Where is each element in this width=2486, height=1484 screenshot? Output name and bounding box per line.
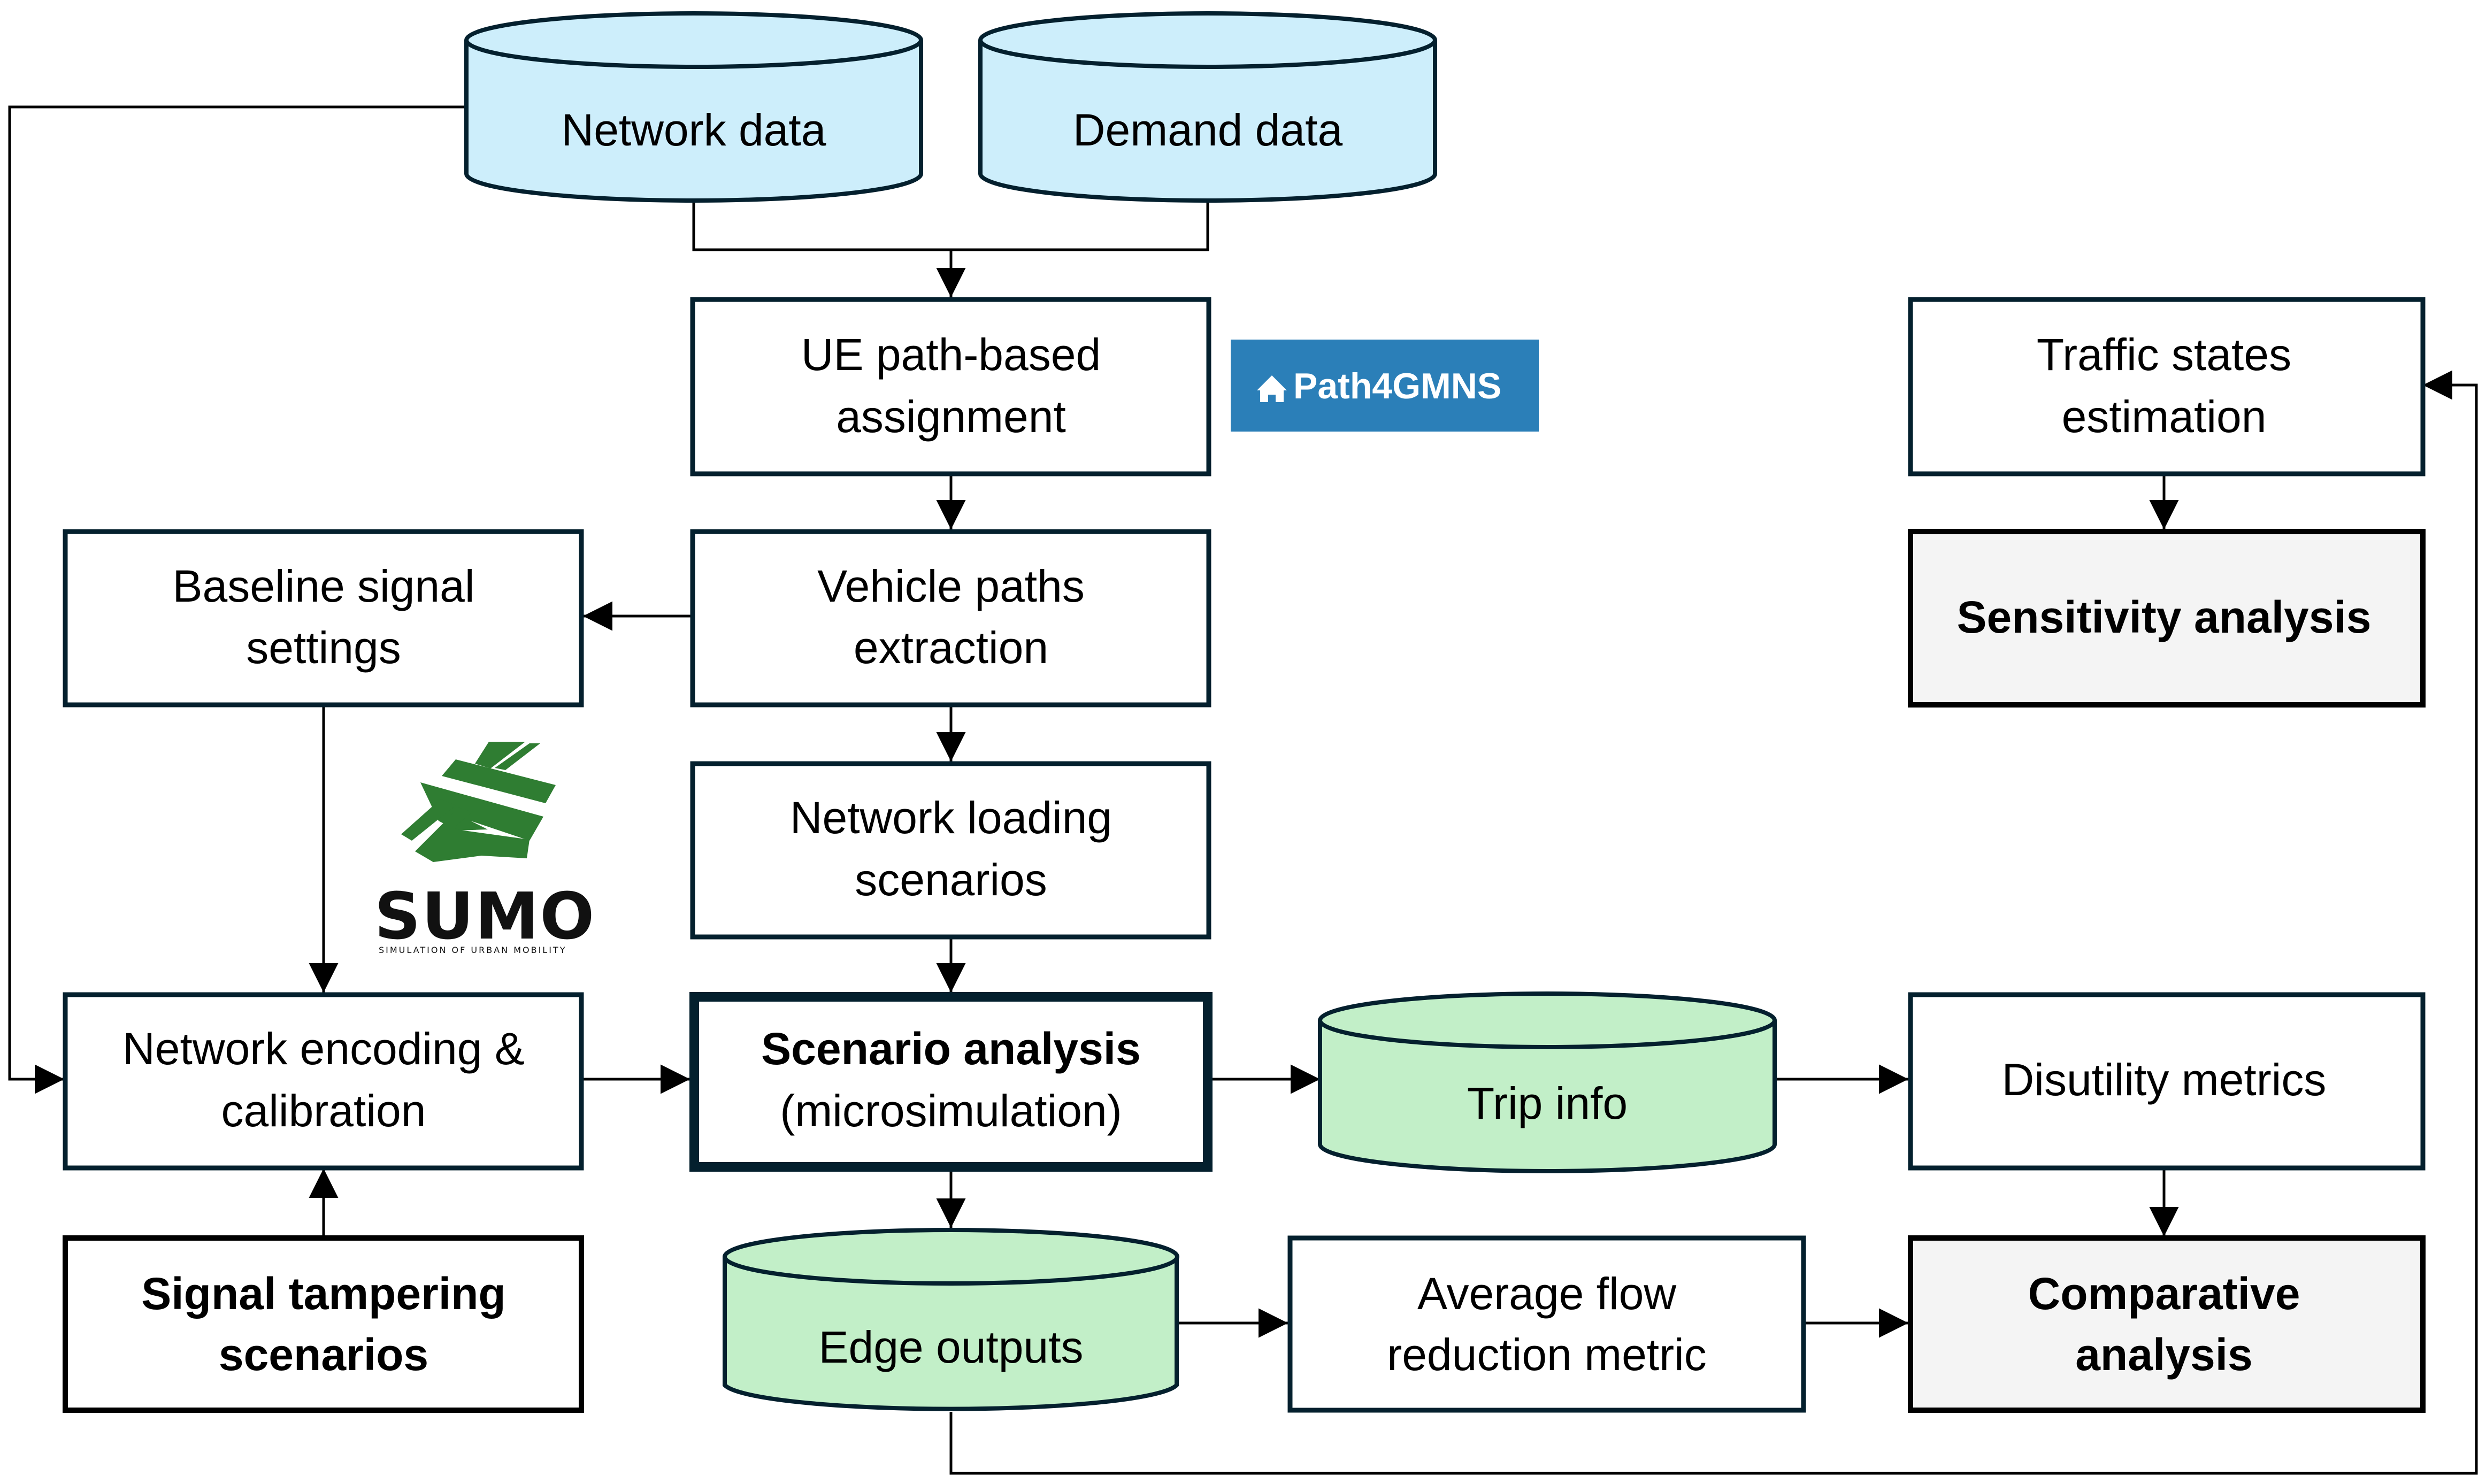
- node-label-line1: Traffic states: [2037, 329, 2291, 380]
- database-trip-info[interactable]: Trip info: [1318, 991, 1777, 1173]
- node-sensitivity-analysis[interactable]: Sensitivity analysis: [1908, 529, 2426, 708]
- sumo-subtitle: SIMULATION OF URBAN MOBILITY: [379, 945, 566, 955]
- node-label-line2: settings: [246, 622, 401, 673]
- sumo-logo: SUMO SIMULATION OF URBAN MOBILITY: [374, 742, 595, 955]
- sumo-wordmark: SUMO: [374, 880, 595, 954]
- database-label: Demand data: [1073, 105, 1343, 155]
- node-label-line1: UE path-based: [801, 329, 1101, 380]
- node-signal-tampering[interactable]: Signal tampering scenarios: [63, 1235, 584, 1413]
- node-label-line2: scenarios: [855, 855, 1047, 905]
- database-label: Network data: [562, 105, 826, 155]
- node-network-loading[interactable]: Network loading scenarios: [690, 761, 1211, 940]
- home-icon: [1257, 375, 1287, 402]
- node-scenario-analysis[interactable]: Scenario analysis (microsimulation): [689, 992, 1213, 1172]
- node-vehicle-paths[interactable]: Vehicle paths extraction: [690, 529, 1211, 708]
- sumo-road-icon: [401, 742, 556, 862]
- node-label-line2: analysis: [2075, 1329, 2253, 1380]
- edge-network-data-to-encoding: [8, 105, 466, 1094]
- node-label-line1: Baseline signal: [172, 561, 474, 611]
- node-avg-flow-reduction[interactable]: Average flow reduction metric: [1287, 1235, 1806, 1413]
- path4gmns-label: Path4GMNS: [1293, 366, 1501, 406]
- node-label-line2: estimation: [2062, 391, 2267, 442]
- edge-network-data-to-ue: [692, 201, 1209, 251]
- database-label: Edge outputs: [818, 1322, 1083, 1372]
- node-label-line1: Comparative: [2028, 1268, 2300, 1319]
- node-label-line2: calibration: [221, 1086, 426, 1136]
- connectors: [8, 105, 2478, 1475]
- node-label-line1: Scenario analysis: [761, 1024, 1141, 1074]
- node-ue-assignment[interactable]: UE path-based assignment: [690, 297, 1211, 476]
- database-label: Trip info: [1467, 1078, 1628, 1128]
- node-label-line1: Network loading: [790, 793, 1112, 843]
- node-label-line1: Vehicle paths: [817, 561, 1085, 611]
- node-label: Sensitivity analysis: [1956, 592, 2371, 642]
- node-comparative-analysis[interactable]: Comparative analysis: [1908, 1235, 2426, 1413]
- node-label-line1: Network encoding &: [122, 1024, 525, 1074]
- node-label-line1: Signal tampering: [141, 1268, 505, 1319]
- database-demand-data[interactable]: Demand data: [978, 11, 1437, 203]
- node-network-encoding[interactable]: Network encoding & calibration: [63, 992, 584, 1171]
- node-label-line2: extraction: [854, 622, 1048, 673]
- node-label-line2: reduction metric: [1387, 1329, 1707, 1380]
- database-edge-outputs[interactable]: Edge outputs: [723, 1228, 1179, 1411]
- node-label-line2: assignment: [836, 391, 1066, 442]
- edge-edge-outputs-to-traffic-states: [949, 370, 2478, 1475]
- node-label-line2: (microsimulation): [780, 1086, 1122, 1136]
- node-traffic-states[interactable]: Traffic states estimation: [1908, 297, 2426, 476]
- node-label: Disutility metrics: [2002, 1055, 2327, 1105]
- node-baseline-signal[interactable]: Baseline signal settings: [63, 529, 584, 708]
- node-disutility-metrics[interactable]: Disutility metrics: [1908, 992, 2426, 1171]
- node-label-line2: scenarios: [219, 1329, 428, 1380]
- node-label-line1: Average flow: [1417, 1268, 1676, 1319]
- path4gmns-logo: Path4GMNS: [1231, 340, 1539, 432]
- database-network-data[interactable]: Network data: [464, 11, 923, 203]
